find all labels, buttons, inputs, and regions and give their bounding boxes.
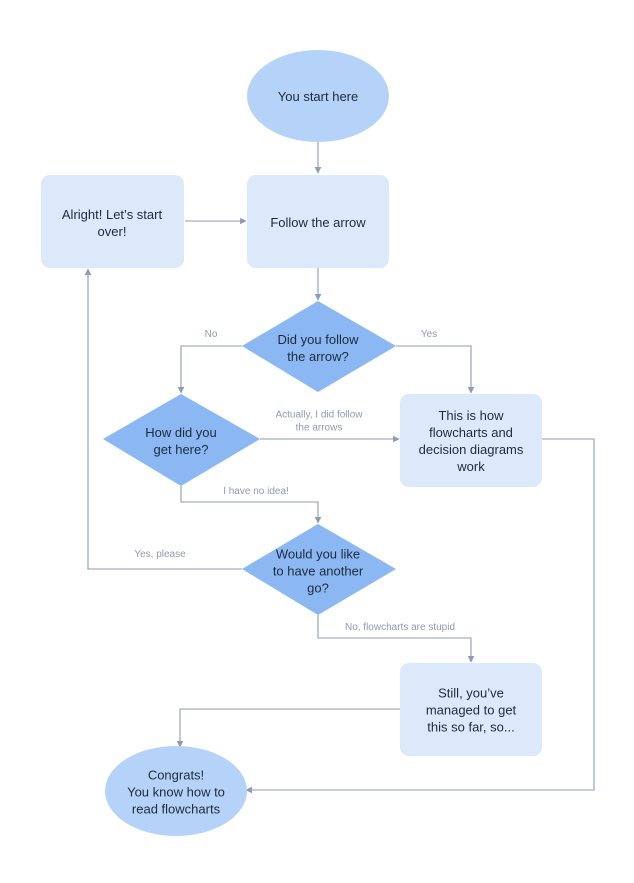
- connector-thisis-to-congrats: [245, 438, 595, 794]
- edge-label-actually-followed: Actually, I did follow the arrows: [275, 410, 363, 434]
- text-line: Still, you’ve: [438, 685, 504, 700]
- connector-didfollow-yes: [396, 345, 475, 394]
- node-follow-arrow: Follow the arrow: [247, 175, 389, 268]
- text-line: read flowcharts: [132, 801, 221, 816]
- node-another-go: Would you like to have another go?: [242, 524, 396, 615]
- text-line: You know how to: [127, 784, 225, 799]
- text-line: Would you like: [276, 546, 360, 561]
- node-still-managed-text: Still, you’ve managed to get this so far, …: [426, 685, 517, 734]
- node-start: You start here: [247, 50, 389, 142]
- node-congrats: Congrats! You know how to read flowcharts: [105, 746, 247, 836]
- node-did-you-follow-text: Did you follow the arrow?: [278, 332, 360, 364]
- text-line: Actually, I did follow: [275, 410, 363, 421]
- connector-anothergo-no: [317, 615, 475, 663]
- text-line: the arrow?: [287, 349, 348, 364]
- text-line: Alright! Let’s start: [62, 207, 163, 222]
- text-line: How did you: [145, 425, 217, 440]
- connector-howget-to-anothergo: [180, 486, 322, 524]
- text-line: to have another: [273, 563, 364, 578]
- edge-label-no: No: [205, 329, 218, 340]
- text-line: Follow the arrow: [270, 215, 366, 230]
- text-line: Did you follow: [278, 332, 360, 347]
- edge-label-yes-please: Yes, please: [134, 549, 186, 560]
- text-line: work: [456, 459, 485, 474]
- node-another-go-text: Would you like to have another go?: [273, 546, 364, 595]
- text-line: flowcharts and: [429, 425, 513, 440]
- text-line: the arrows: [296, 423, 343, 434]
- text-line: Congrats!: [148, 767, 204, 782]
- connector-didfollow-no: [177, 345, 242, 394]
- node-congrats-text: Congrats! You know how to read flowcharts: [127, 767, 225, 816]
- node-still-managed: Still, you’ve managed to get this so far, …: [400, 663, 542, 756]
- connector-still-to-congrats: [176, 708, 400, 748]
- text-line: This is how: [438, 408, 504, 423]
- node-start-over: Alright! Let’s start over!: [41, 175, 184, 268]
- text-line: over!: [98, 224, 127, 239]
- text-line: this so far, so...: [427, 719, 514, 734]
- edge-label-flowcharts-stupid: No, flowcharts are stupid: [345, 622, 455, 633]
- node-start-text: You start here: [278, 89, 358, 104]
- text-line: decision diagrams: [419, 442, 524, 457]
- node-follow-arrow-text: Follow the arrow: [270, 215, 366, 230]
- node-did-you-follow: Did you follow the arrow?: [242, 301, 396, 392]
- text-line: go?: [307, 580, 329, 595]
- node-this-is-how: This is how flowcharts and decision diagra…: [400, 394, 542, 487]
- connector-anothergo-yes: [84, 268, 242, 570]
- text-line: managed to get: [426, 702, 517, 717]
- text-line: get here?: [154, 442, 209, 457]
- text-line: You start here: [278, 89, 358, 104]
- node-start-over-text: Alright! Let’s start over!: [62, 207, 163, 239]
- edge-label-no-idea: I have no idea!: [223, 486, 289, 497]
- node-how-did-you-get-here-text: How did you get here?: [145, 425, 217, 457]
- node-how-did-you-get-here: How did you get here?: [103, 394, 260, 486]
- edge-label-yes: Yes: [421, 329, 437, 340]
- node-this-is-how-text: This is how flowcharts and decision diagra…: [419, 408, 524, 474]
